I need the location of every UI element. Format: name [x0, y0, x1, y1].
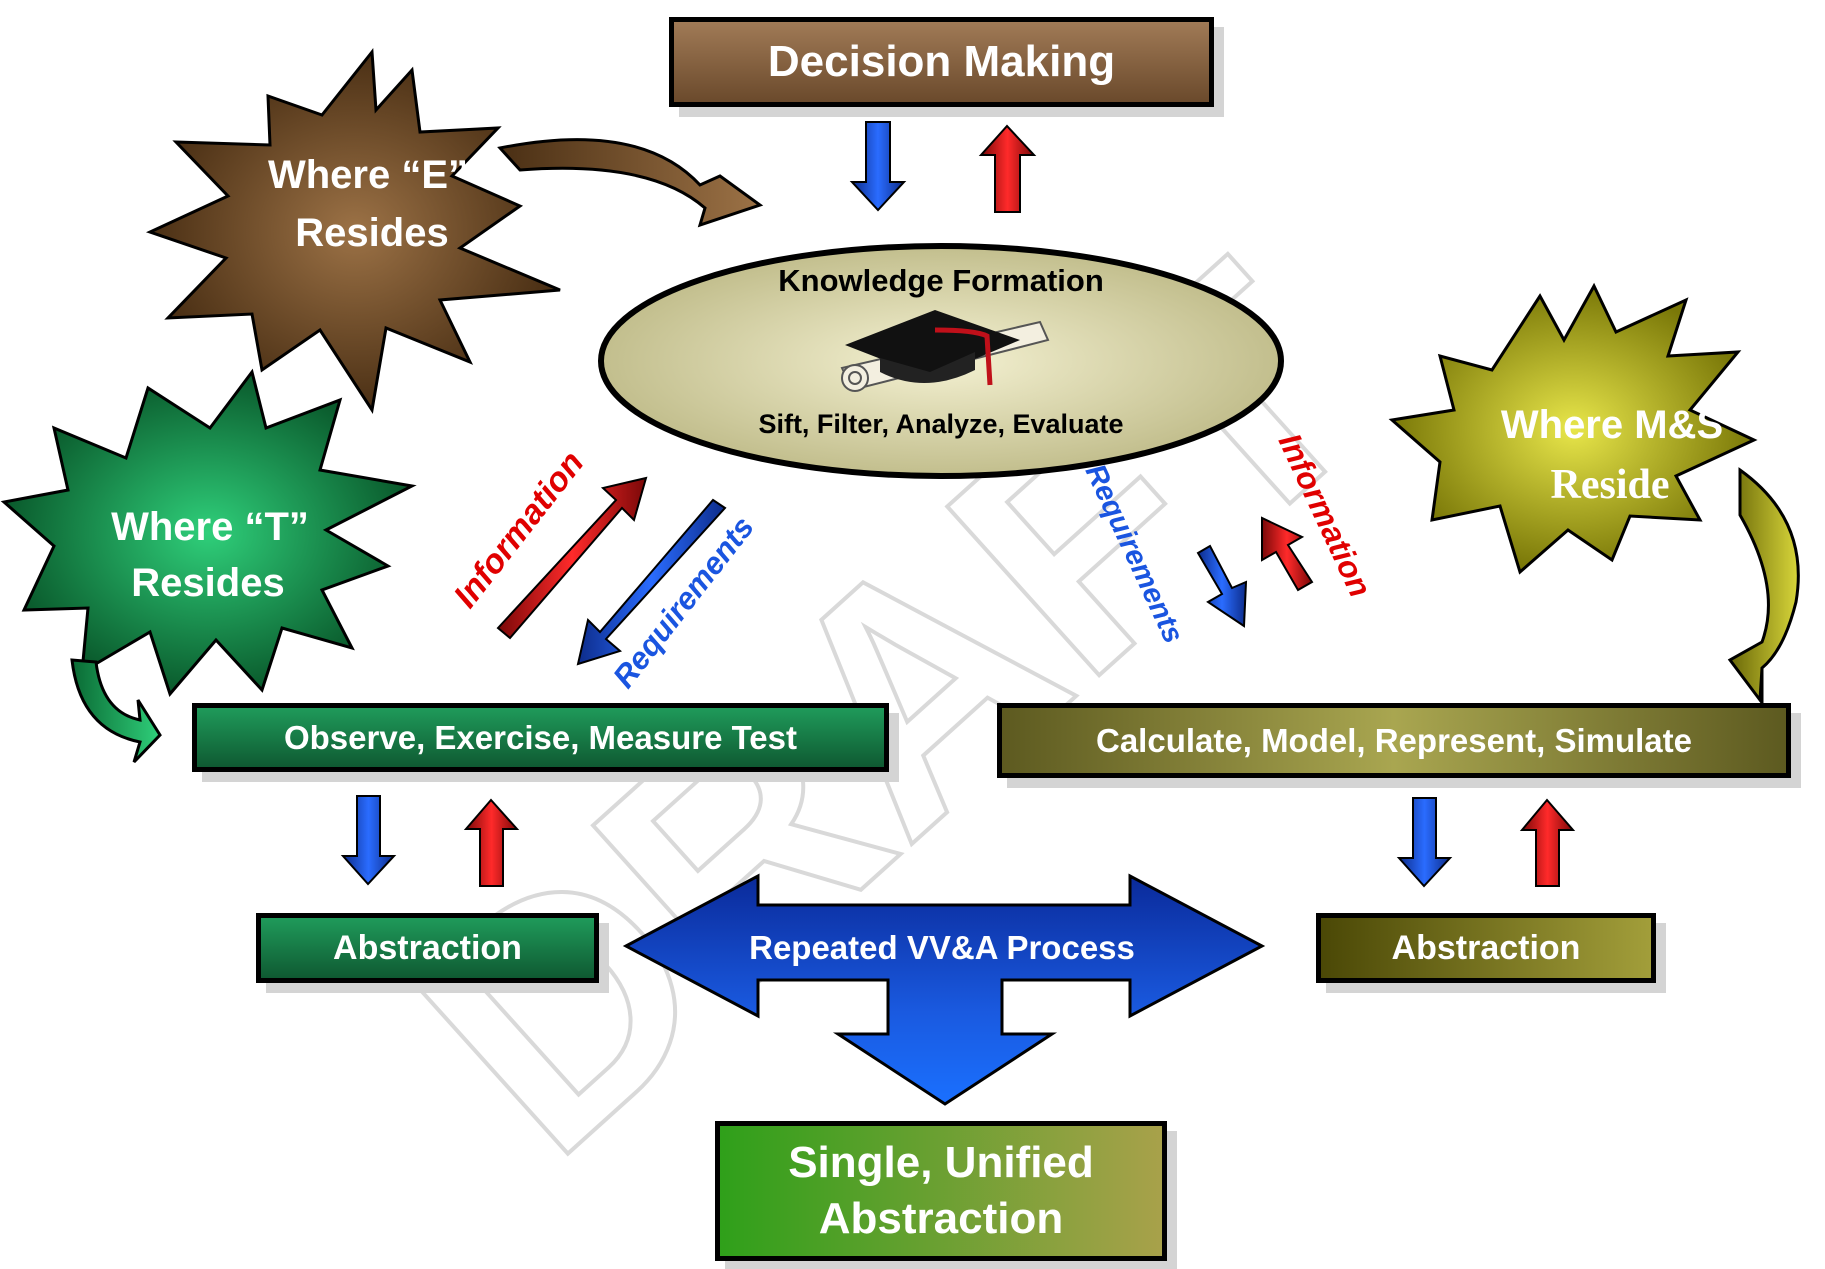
- decision-making-box: Decision Making: [669, 17, 1214, 107]
- t-star-line1: Where “T”: [111, 505, 309, 549]
- up-arrow-knowledge-to-decision: [978, 124, 1037, 213]
- requirements-arrow-right: [1196, 544, 1248, 628]
- knowledge-formation-subtitle: Sift, Filter, Analyze, Evaluate: [758, 409, 1123, 439]
- knowledge-formation-title: Knowledge Formation: [778, 263, 1104, 298]
- abstraction-right-label: Abstraction: [1391, 928, 1581, 967]
- vva-process-arrow: [622, 873, 1266, 1106]
- single-unified-abstraction-box: Single, Unified Abstraction: [715, 1121, 1167, 1261]
- down-arrow-observe-to-abstraction: [340, 795, 397, 886]
- up-arrow-abstraction-to-calculate: [1519, 798, 1576, 887]
- calculate-model-box: Calculate, Model, Represent, Simulate: [997, 703, 1791, 778]
- single-unified-line2: Abstraction: [818, 1194, 1064, 1243]
- observe-exercise-label: Observe, Exercise, Measure Test: [283, 718, 797, 756]
- where-e-resides-star: Where “E” Resides: [145, 48, 561, 415]
- where-t-resides-star: Where “T” Resides: [0, 368, 417, 698]
- decision-making-label: Decision Making: [767, 37, 1116, 86]
- e-star-line2: Resides: [295, 211, 448, 255]
- e-star-curved-arrow: [497, 138, 764, 228]
- graduation-cap-icon: [840, 310, 1050, 392]
- where-ms-reside-star: Where M&S Reside: [1388, 282, 1758, 575]
- vva-process-label: Repeated VV&A Process: [749, 929, 1135, 966]
- knowledge-formation-node: Knowledge Formation Sift, Filter, Analyz…: [598, 243, 1284, 479]
- information-arrow-right: [1261, 516, 1314, 592]
- requirements-arrow-left: [576, 498, 727, 666]
- information-label-left: Information: [446, 444, 591, 615]
- ms-star-curved-arrow: [1727, 467, 1800, 705]
- abstraction-right-box: Abstraction: [1316, 913, 1656, 983]
- down-arrow-decision-to-knowledge: [849, 121, 907, 212]
- t-star-line2: Resides: [131, 561, 284, 605]
- observe-exercise-box: Observe, Exercise, Measure Test: [192, 703, 889, 772]
- up-arrow-abstraction-to-observe: [463, 798, 520, 887]
- abstraction-left-label: Abstraction: [333, 928, 522, 967]
- down-arrow-calculate-to-abstraction: [1396, 797, 1453, 888]
- abstraction-left-box: Abstraction: [256, 913, 599, 983]
- single-unified-line1: Single, Unified: [788, 1138, 1094, 1187]
- calculate-model-label: Calculate, Model, Represent, Simulate: [1096, 721, 1692, 759]
- t-star-curved-arrow: [70, 658, 162, 764]
- ms-star-line2: Reside: [1551, 462, 1670, 508]
- ms-star-line1: Where M&S: [1501, 403, 1723, 447]
- e-star-line1: Where “E”: [268, 153, 468, 197]
- information-arrow-left: [496, 476, 648, 640]
